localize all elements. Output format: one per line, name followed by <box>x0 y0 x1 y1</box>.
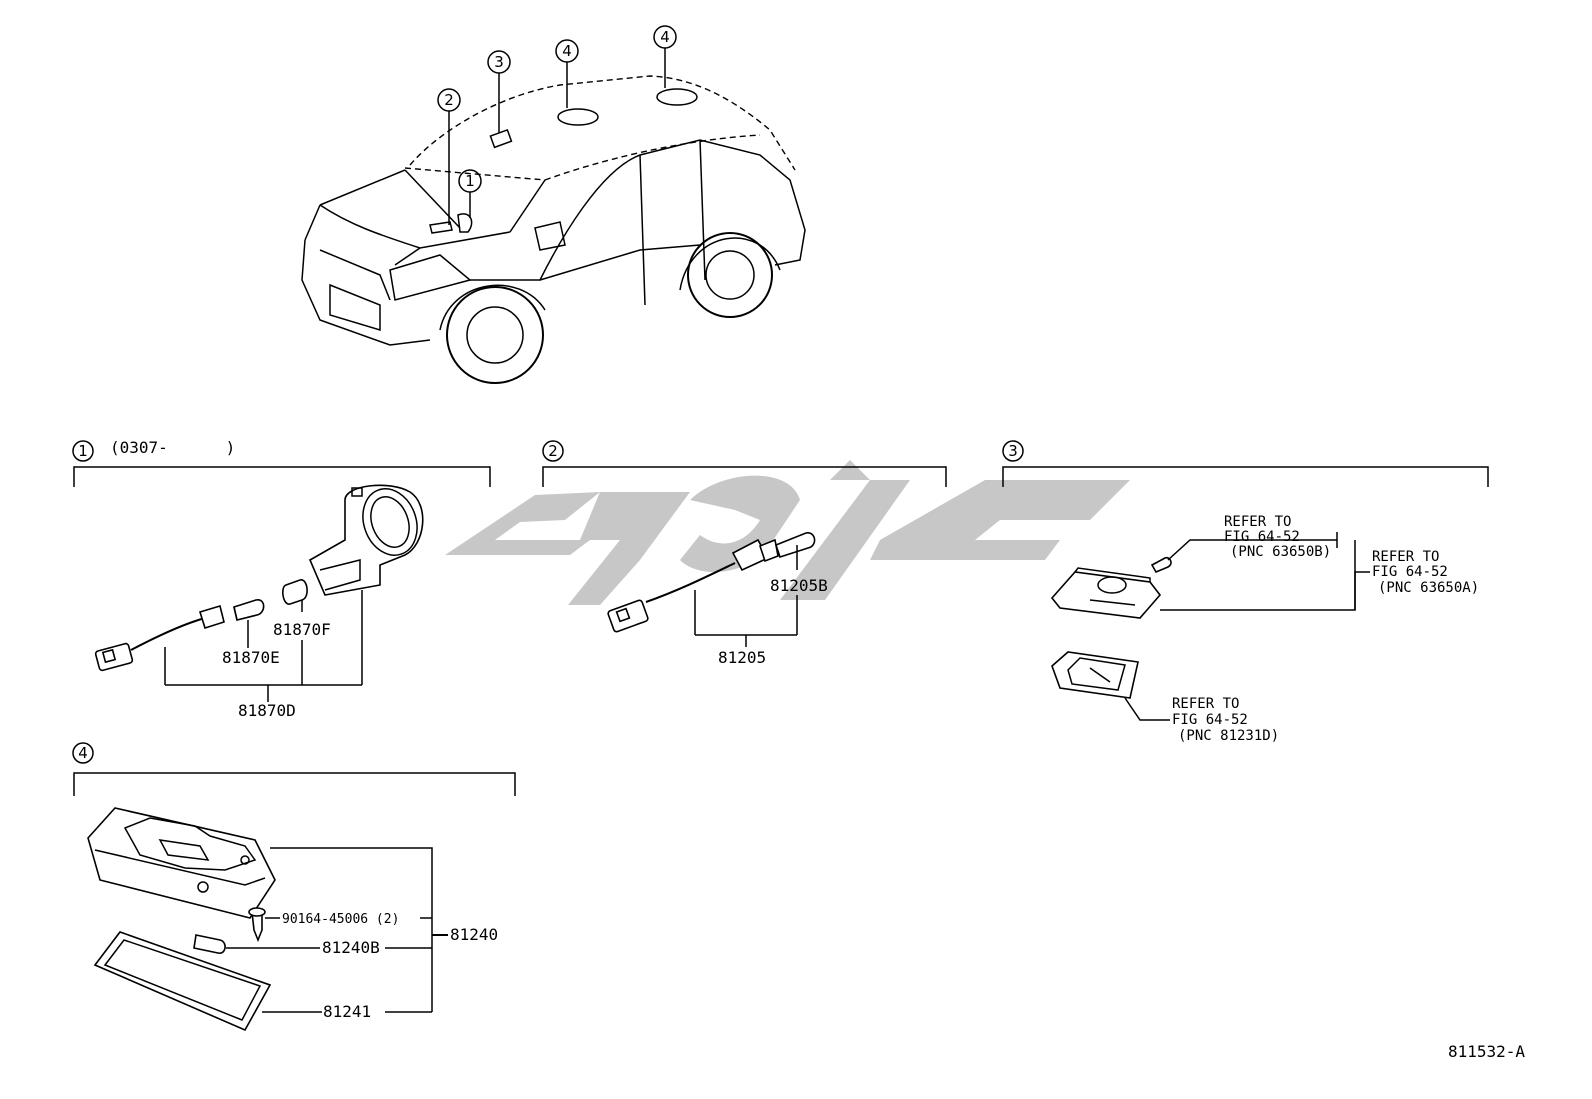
callout-2-label: 2 <box>444 91 454 109</box>
part-81205: 81205 <box>718 648 766 667</box>
callout-4a-label: 4 <box>562 42 572 60</box>
figure-id: 811532-A <box>1448 1042 1525 1061</box>
vehicle-illustration <box>301 75 806 384</box>
part-90164-45006: 90164-45006 (2) <box>282 912 399 927</box>
section-3-marker: 3 <box>1008 442 1018 460</box>
callout-3-label: 3 <box>494 53 504 71</box>
ref-63650B-line1: REFER TO <box>1224 514 1291 530</box>
ref-63650B-line3: (PNC 63650B) <box>1230 544 1331 560</box>
section-2: 2 81205B 81205 <box>542 440 947 667</box>
section-2-marker: 2 <box>548 442 558 460</box>
part-81870F: 81870F <box>273 620 331 639</box>
ref-63650A-line3: (PNC 63650A) <box>1378 580 1479 596</box>
vehicle-callouts: 2 3 4 4 1 <box>437 25 677 225</box>
ref-81231D-line3: (PNC 81231D) <box>1178 728 1279 744</box>
part-81205B: 81205B <box>770 576 828 595</box>
section-4: 4 90164-45006 (2) 81240B 81240 81241 <box>72 742 516 1032</box>
section-3: 3 REFER TO FIG 64-52 (PNC 63650B) REFER … <box>1002 440 1489 744</box>
part-81241: 81241 <box>323 1002 371 1021</box>
ref-63650A-line1: REFER TO <box>1372 549 1439 565</box>
part-81240B: 81240B <box>322 938 380 957</box>
ref-81231D-line2: FIG 64-52 <box>1172 712 1248 728</box>
callout-4b-label: 4 <box>660 28 670 46</box>
part-81870E: 81870E <box>222 648 280 667</box>
watermark-logo <box>445 460 1130 605</box>
callout-1-label: 1 <box>465 172 475 190</box>
section-1: 1 (0307- ) 81870F 81870E 81870D <box>72 438 491 720</box>
part-81240: 81240 <box>450 925 498 944</box>
ref-63650B-line2: FIG 64-52 <box>1224 529 1300 545</box>
ref-63650A-line2: FIG 64-52 <box>1372 564 1448 580</box>
section-4-marker: 4 <box>78 744 88 762</box>
section-1-range: (0307- ) <box>110 438 235 457</box>
section-1-marker: 1 <box>78 442 88 460</box>
ref-81231D-line1: REFER TO <box>1172 696 1239 712</box>
part-81870D: 81870D <box>238 701 296 720</box>
